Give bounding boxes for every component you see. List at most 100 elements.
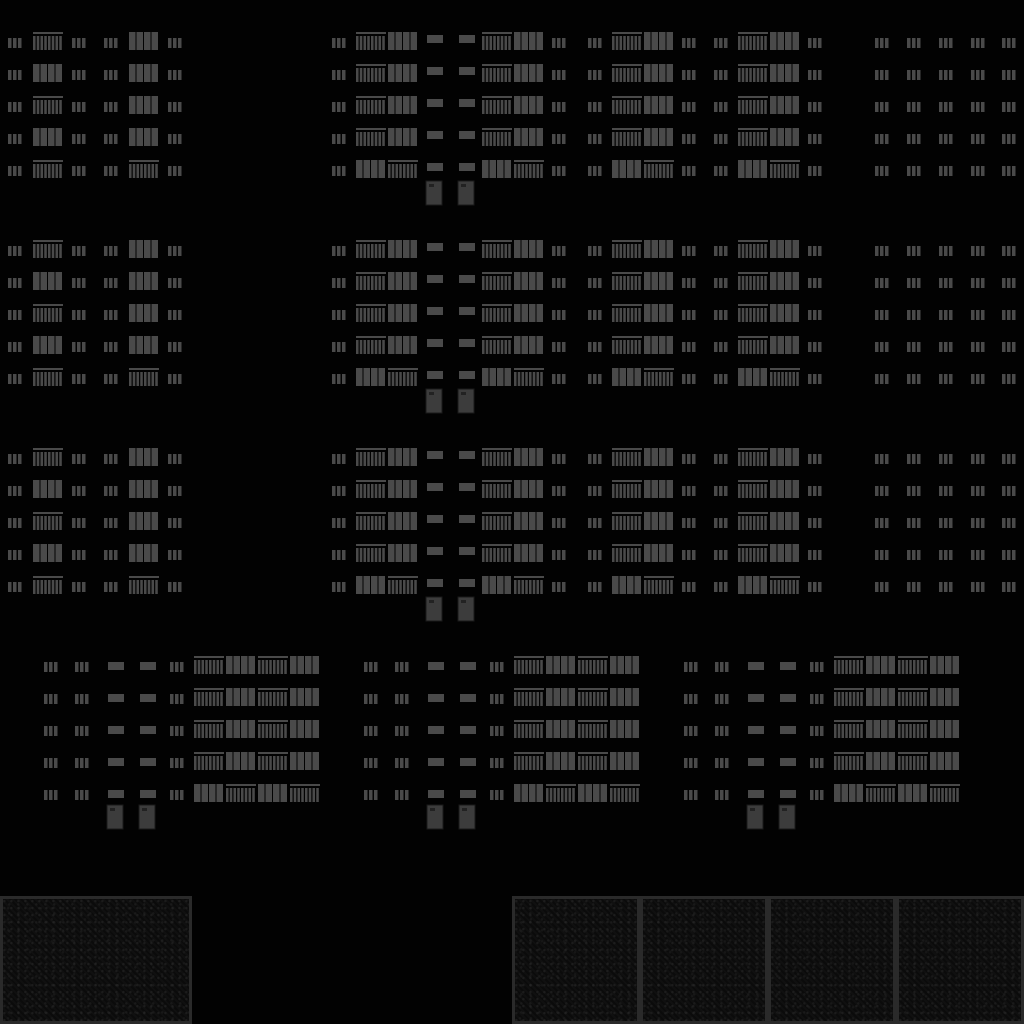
window-rail	[194, 688, 224, 690]
texture-tile	[640, 896, 768, 1024]
window-rail	[738, 240, 768, 242]
window-pane	[557, 486, 561, 496]
window-pane	[578, 756, 581, 770]
window-pane	[949, 342, 953, 352]
window-pane	[971, 166, 975, 176]
window-pane	[1012, 70, 1016, 80]
window-pane	[395, 164, 399, 178]
window-pane	[395, 32, 402, 50]
window-pane	[497, 36, 500, 50]
window-pane	[400, 726, 404, 736]
door-handle	[142, 808, 147, 811]
window-pane	[638, 36, 641, 50]
window-pane	[610, 788, 613, 802]
window-pane	[1002, 486, 1006, 496]
window-pane	[332, 454, 336, 464]
window-pane	[837, 724, 841, 738]
window-pane	[916, 724, 920, 738]
window-pane	[44, 164, 47, 178]
window-pane	[630, 484, 634, 498]
small-window	[332, 310, 346, 320]
window-pane	[382, 340, 385, 354]
window-pane	[666, 32, 673, 50]
window-pane	[552, 278, 556, 288]
window-pane	[59, 244, 62, 258]
window-pane	[332, 278, 336, 288]
window-pane	[364, 694, 368, 704]
small-window	[907, 246, 921, 256]
window-pane	[378, 36, 382, 50]
window-pane	[72, 518, 76, 528]
window-pane	[178, 246, 182, 256]
window-pane	[777, 448, 784, 466]
window-pane	[615, 36, 619, 50]
window-pane	[529, 724, 532, 738]
small-window	[75, 694, 89, 704]
window-pane	[634, 452, 638, 466]
small-window	[588, 102, 602, 112]
window-pane	[945, 788, 948, 802]
window-pane	[8, 342, 12, 352]
window-pane	[144, 480, 151, 498]
small-window	[104, 550, 118, 560]
small-window	[332, 246, 346, 256]
window-pane	[514, 480, 521, 498]
window-pane	[714, 70, 718, 80]
window-pane	[529, 784, 536, 802]
window-pane	[604, 660, 607, 674]
window-pane	[725, 726, 729, 736]
window-pane	[810, 662, 814, 672]
window-pane	[764, 484, 767, 498]
window-pane	[500, 484, 504, 498]
small-window	[684, 694, 698, 704]
window-pane	[841, 756, 845, 770]
window-pane	[136, 448, 143, 466]
small-window	[1002, 454, 1016, 464]
small-window	[682, 134, 696, 144]
window-pane	[72, 342, 76, 352]
window-pane	[773, 580, 777, 594]
window-pane	[378, 244, 382, 258]
window-pane	[687, 342, 691, 352]
balcony-window	[258, 656, 288, 674]
window-pane	[48, 64, 55, 82]
window-pane	[395, 758, 399, 768]
window-pane	[659, 512, 666, 530]
window-pane	[332, 518, 336, 528]
window-pane	[400, 662, 404, 672]
window-pane	[525, 372, 528, 386]
window-pane	[659, 32, 666, 50]
small-window	[168, 246, 182, 256]
stairwell-window	[780, 694, 796, 702]
wide-window	[866, 656, 895, 674]
window-pane	[489, 340, 493, 354]
window-pane	[54, 694, 58, 704]
window-pane	[593, 454, 597, 464]
window-pane	[612, 244, 615, 258]
window-pane	[540, 164, 543, 178]
window-rail	[898, 720, 928, 722]
window-pane	[525, 164, 528, 178]
balcony-window	[578, 720, 608, 738]
window-pane	[85, 694, 89, 704]
window-pane	[495, 694, 499, 704]
window-pane	[48, 164, 51, 178]
window-pane	[684, 662, 688, 672]
small-window	[332, 454, 346, 464]
window-pane	[930, 720, 937, 738]
window-rail	[834, 656, 864, 658]
window-pane	[644, 96, 651, 114]
window-pane	[888, 788, 892, 802]
window-pane	[593, 278, 597, 288]
window-pane	[600, 724, 604, 738]
window-pane	[504, 548, 508, 562]
window-pane	[1012, 38, 1016, 48]
small-window	[1002, 582, 1016, 592]
window-pane	[109, 550, 113, 560]
window-pane	[312, 720, 319, 738]
window-pane	[497, 576, 504, 594]
window-pane	[593, 518, 597, 528]
small-window	[332, 38, 346, 48]
small-window	[808, 550, 822, 560]
window-pane	[600, 660, 604, 674]
